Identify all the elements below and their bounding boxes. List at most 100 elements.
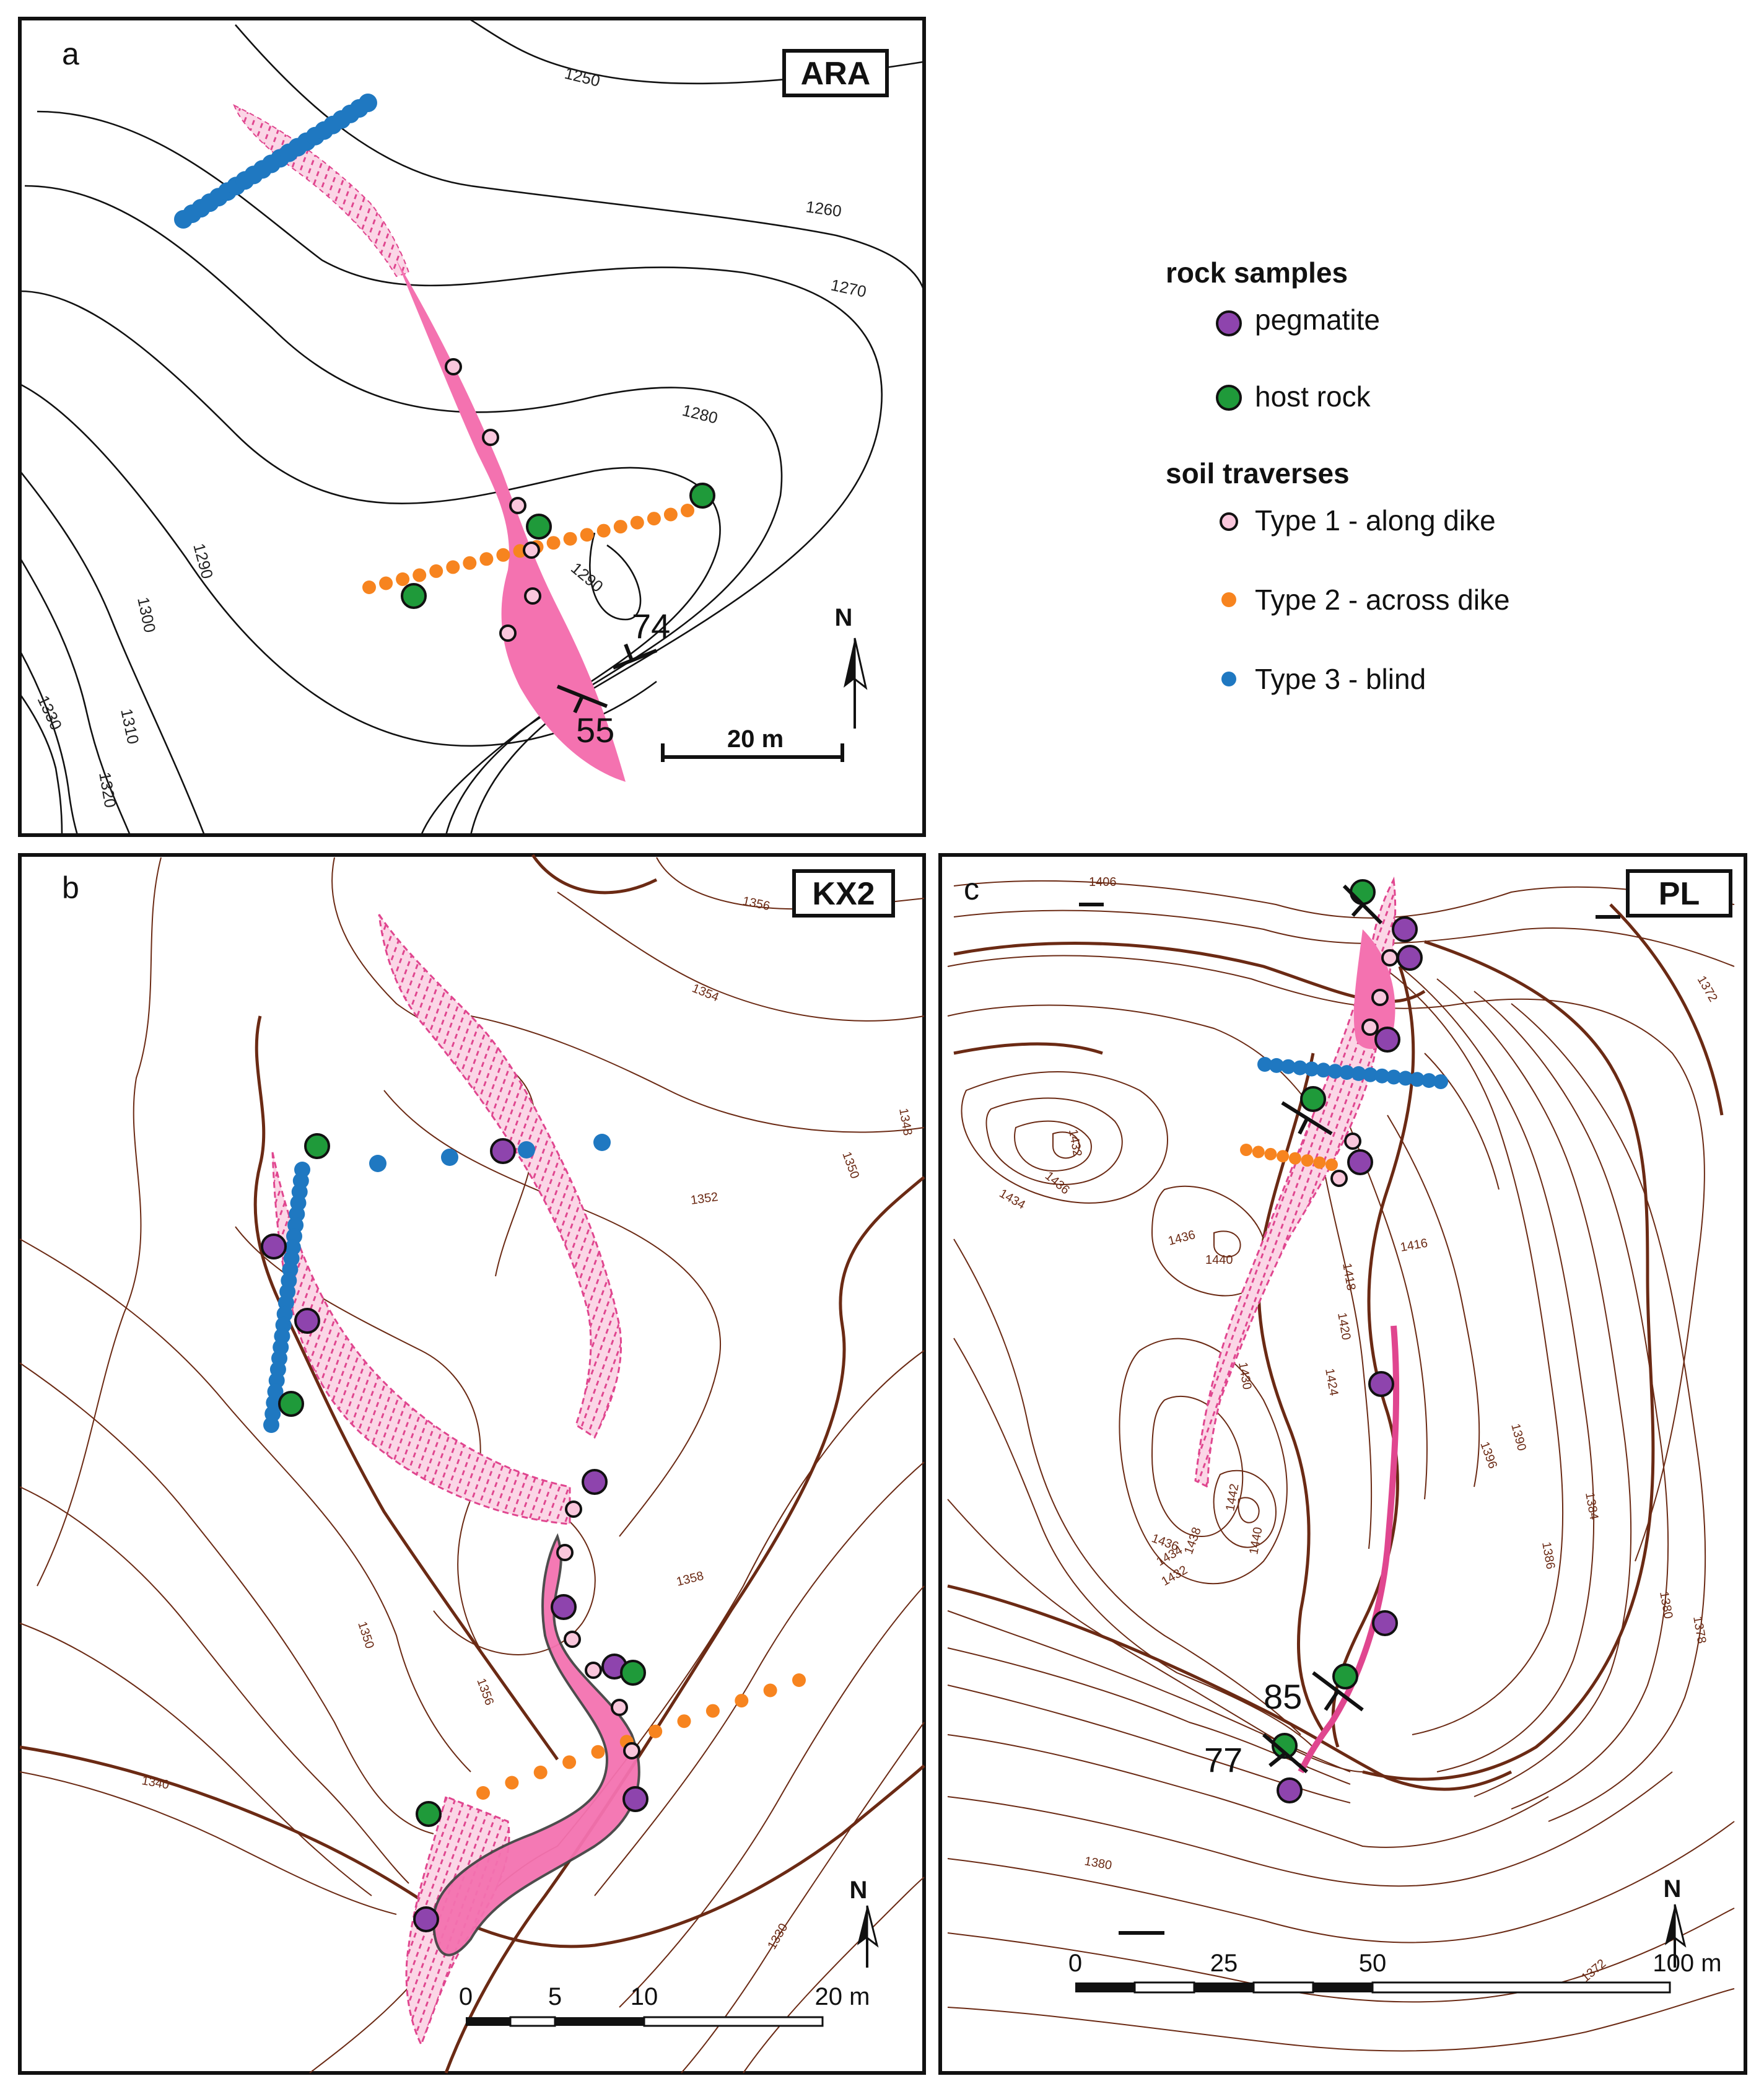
host-rock-sample bbox=[526, 514, 552, 540]
pegmatite-sample bbox=[1347, 1149, 1373, 1175]
pegmatite-dike-c bbox=[1353, 929, 1395, 1049]
pegmatite-sample bbox=[1397, 945, 1423, 971]
type1-sample-point bbox=[1344, 1132, 1361, 1150]
legend-pegmatite-label: pegmatite bbox=[1255, 304, 1380, 336]
type2-traverse-point bbox=[413, 568, 427, 582]
north-arrow-b: N bbox=[850, 1877, 879, 1968]
pegmatite-samples-b bbox=[261, 1138, 648, 1932]
type1-sample-point bbox=[611, 1699, 628, 1716]
scale-tick: 10 bbox=[631, 1983, 658, 2010]
pegmatite-sample bbox=[1368, 1371, 1394, 1397]
type3-traverse-point bbox=[1280, 1059, 1296, 1074]
type2-traverse-point bbox=[648, 1724, 663, 1738]
type2-traverse-b bbox=[476, 1673, 806, 1800]
pegmatite-dike bbox=[432, 1533, 640, 1956]
site-label-ara: ARA bbox=[801, 56, 871, 92]
pegmatite-dike-hatched-west bbox=[271, 1152, 571, 1525]
type1-sample-point bbox=[564, 1631, 581, 1648]
contour-label: 1406 bbox=[1089, 875, 1117, 889]
legend-soil-traverses-title: soil traverses bbox=[1166, 457, 1350, 489]
type1-sample-point bbox=[524, 587, 541, 605]
type2-traverse-point bbox=[546, 536, 561, 550]
type2-traverse-point bbox=[496, 548, 510, 562]
north-arrow-c: N bbox=[1664, 1875, 1687, 1968]
pegmatite-sample bbox=[1392, 916, 1418, 942]
scale-tick: 0 bbox=[1068, 1950, 1082, 1977]
pegmatite-sample bbox=[261, 1233, 287, 1259]
type3-traverses-b bbox=[263, 1134, 611, 1433]
type3-traverse-point bbox=[1398, 1071, 1413, 1086]
type3-traverse-point bbox=[1363, 1067, 1378, 1082]
panel-letter: b bbox=[62, 870, 79, 905]
pegmatite-dike-hatched-c bbox=[1194, 876, 1397, 1489]
type2-traverse-point bbox=[476, 1786, 490, 1800]
type1-sample-point bbox=[1330, 1170, 1348, 1187]
survey-marks-c bbox=[1079, 903, 1620, 1935]
type3-traverse-point bbox=[1374, 1068, 1390, 1084]
panel-b: 1356 1354 1352 1350 1348 1358 1356 1350 … bbox=[18, 853, 926, 2075]
contours-b bbox=[19, 857, 925, 2074]
host-rock-sample bbox=[304, 1133, 330, 1159]
type3-traverse-point bbox=[1433, 1074, 1448, 1089]
scale-tick: 0 bbox=[459, 1983, 473, 2010]
type2-traverse-point bbox=[1240, 1144, 1252, 1156]
type3-traverse-point bbox=[1327, 1064, 1343, 1079]
type3-traverse-point bbox=[369, 1155, 386, 1172]
north-label: N bbox=[1664, 1875, 1682, 1903]
pegmatite-dike-thin-c bbox=[1298, 1325, 1400, 1774]
scale-tick: 50 bbox=[1359, 1950, 1387, 1977]
legend-rock-samples-title: rock samples bbox=[1166, 256, 1348, 289]
type2-traverse-point bbox=[681, 504, 694, 517]
legend: rock samples pegmatite host rock soil tr… bbox=[1166, 256, 1510, 695]
legend-type3-label: Type 3 - blind bbox=[1255, 663, 1426, 695]
north-label: N bbox=[850, 1877, 868, 1904]
dip-label: 77 bbox=[1204, 1740, 1242, 1779]
index-contours-b bbox=[19, 854, 925, 2074]
type3-traverse-point bbox=[1351, 1066, 1366, 1081]
type2-traverse-point bbox=[463, 556, 477, 570]
type2-traverse-point bbox=[1301, 1154, 1314, 1167]
strike-dip-symbols-c bbox=[1262, 884, 1383, 1774]
type3-traverse-point bbox=[1304, 1061, 1319, 1077]
host-rock-sample bbox=[1272, 1733, 1298, 1759]
panel-c: 1406 1372 1432 1436 1434 1436 1440 1418 … bbox=[938, 853, 1747, 2075]
type2-traverse-point bbox=[446, 560, 460, 574]
type2-traverse-c bbox=[1240, 1144, 1338, 1171]
pegmatite-dike-hatched-north bbox=[378, 914, 622, 1439]
dip-label: 55 bbox=[576, 711, 614, 750]
type1-sample-point bbox=[1371, 989, 1389, 1006]
type3-traverse-a bbox=[174, 94, 377, 229]
host-rock-sample bbox=[416, 1801, 442, 1827]
type2-traverse-point bbox=[563, 532, 577, 546]
host-rock-sample bbox=[1350, 879, 1376, 905]
pegmatite-sample bbox=[551, 1594, 577, 1620]
type2-traverse-point bbox=[1325, 1159, 1338, 1171]
type1-sample-point bbox=[523, 541, 540, 559]
type3-traverse-point bbox=[1316, 1062, 1331, 1078]
pegmatite-sample bbox=[1372, 1610, 1398, 1636]
type2-traverse-point bbox=[396, 572, 410, 586]
north-arrow-a: N bbox=[835, 604, 868, 729]
type1-sample-point bbox=[585, 1662, 602, 1679]
type3-traverse-point bbox=[359, 94, 377, 112]
pegmatite-samples-c bbox=[1277, 916, 1423, 1803]
scale-tick: 100 m bbox=[1653, 1950, 1721, 1977]
type1-sample-point bbox=[623, 1742, 640, 1759]
site-label-kx2: KX2 bbox=[812, 876, 875, 912]
pegmatite-sample bbox=[294, 1308, 320, 1334]
type1-sample-point bbox=[565, 1500, 582, 1518]
site-label-pl: PL bbox=[1659, 876, 1700, 912]
type2-traverse-point bbox=[677, 1714, 691, 1728]
type2-traverse-point bbox=[580, 528, 594, 542]
type2-traverse-point bbox=[591, 1745, 605, 1759]
panel-a: 1250 1260 1270 1280 1290 1290 1300 1310 … bbox=[18, 17, 926, 837]
legend-pegmatite-symbol bbox=[1216, 310, 1242, 336]
type1-sample-point bbox=[482, 429, 499, 446]
legend-type2-label: Type 2 - across dike bbox=[1255, 584, 1510, 616]
type2-traverse-point bbox=[792, 1673, 806, 1687]
scale-bar-c: 0 25 50 100 m bbox=[1068, 1950, 1722, 1994]
type3-traverse-point bbox=[593, 1134, 611, 1151]
type3-traverse-point bbox=[1268, 1058, 1284, 1073]
pegmatite-sample bbox=[490, 1138, 516, 1164]
